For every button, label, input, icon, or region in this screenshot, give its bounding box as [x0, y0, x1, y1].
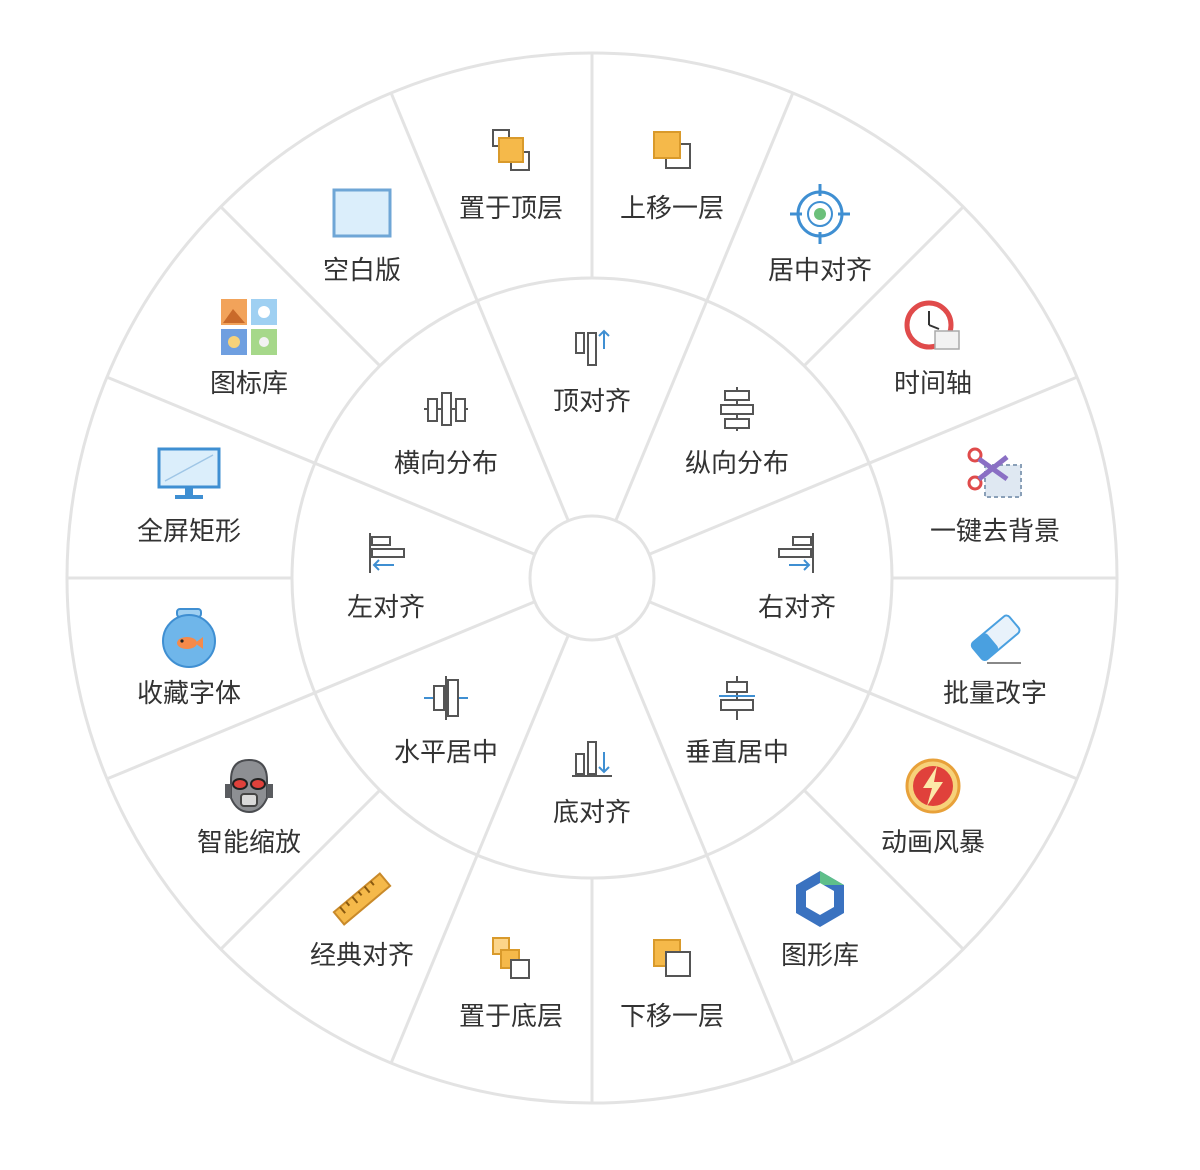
inner-divider [314, 461, 536, 556]
menu-item-label: 垂直居中 [684, 738, 789, 768]
eraser-icon [963, 605, 1027, 669]
scissors-icon [963, 443, 1027, 507]
segment-dividers [67, 53, 1117, 1103]
menu-item-bottom-align[interactable]: 底对齐 [512, 730, 672, 840]
fishbowl-icon [157, 605, 221, 669]
align-right-icon [769, 525, 825, 581]
menu-item-horizontal-center[interactable]: 水平居中 [366, 670, 526, 780]
monitor-icon [157, 443, 221, 507]
menu-item-label: 上移一层 [619, 194, 724, 224]
inner-divider [475, 300, 570, 522]
menu-item-batch-edit-text[interactable]: 批量改字 [915, 605, 1075, 715]
menu-item-label: 置于顶层 [458, 194, 563, 224]
distribute-horizontal-icon [418, 381, 474, 437]
align-bottom-icon [564, 730, 620, 786]
send-backward-icon [640, 928, 704, 992]
inner-divider [614, 300, 709, 522]
menu-item-left-align[interactable]: 左对齐 [306, 525, 466, 635]
outer-divider [803, 205, 965, 367]
menu-item-blank-layout[interactable]: 空白版 [282, 182, 442, 292]
outer-divider [705, 92, 795, 302]
menu-item-top-align[interactable]: 顶对齐 [512, 319, 672, 429]
lightning-icon [901, 754, 965, 818]
menu-item-icon-library[interactable]: 图标库 [169, 295, 329, 405]
menu-item-label: 置于底层 [458, 1002, 563, 1032]
menu-item-label: 图形库 [780, 941, 859, 971]
ruler-icon [330, 867, 394, 931]
menu-item-smart-zoom[interactable]: 智能缩放 [169, 754, 329, 864]
send-to-back-icon [479, 928, 543, 992]
image-grid-icon [217, 295, 281, 359]
outer-divider [106, 375, 316, 465]
align-left-icon [358, 525, 414, 581]
hexagon-icon [788, 867, 852, 931]
outer-divider [868, 375, 1078, 465]
menu-item-move-up-layer[interactable]: 上移一层 [592, 120, 752, 230]
outer-divider [705, 854, 795, 1064]
bring-forward-icon [640, 120, 704, 184]
outer-divider [868, 691, 1078, 781]
center-hub[interactable] [528, 514, 656, 642]
align-top-icon [564, 319, 620, 375]
outer-divider [219, 205, 381, 367]
target-icon [788, 182, 852, 246]
menu-item-label: 收藏字体 [136, 679, 241, 709]
menu-item-label: 经典对齐 [309, 941, 414, 971]
outer-divider [106, 691, 316, 781]
menu-item-animation-storm[interactable]: 动画风暴 [853, 754, 1013, 864]
menu-item-shape-library[interactable]: 图形库 [740, 867, 900, 977]
menu-item-label: 下移一层 [619, 1002, 724, 1032]
menu-item-label: 横向分布 [393, 449, 498, 479]
bring-to-front-icon [479, 120, 543, 184]
menu-item-vertical-distribute[interactable]: 纵向分布 [657, 381, 817, 491]
menu-item-right-align[interactable]: 右对齐 [717, 525, 877, 635]
menu-item-classic-align[interactable]: 经典对齐 [282, 867, 442, 977]
menu-item-label: 空白版 [322, 256, 401, 286]
menu-item-move-down-layer[interactable]: 下移一层 [592, 928, 752, 1038]
menu-item-label: 水平居中 [393, 738, 498, 768]
menu-item-label: 纵向分布 [684, 449, 789, 479]
inner-divider [648, 461, 870, 556]
menu-item-label: 一键去背景 [929, 517, 1060, 547]
menu-item-label: 批量改字 [942, 679, 1047, 709]
menu-item-label: 左对齐 [346, 593, 425, 623]
menu-item-remove-background[interactable]: 一键去背景 [915, 443, 1075, 553]
menu-item-timeline[interactable]: 时间轴 [853, 295, 1013, 405]
outer-divider [803, 789, 965, 951]
menu-item-center-align[interactable]: 居中对齐 [740, 182, 900, 292]
clock-icon [901, 295, 965, 359]
outer-divider [219, 789, 381, 951]
inner-divider [648, 600, 870, 695]
menu-item-horizontal-distribute[interactable]: 横向分布 [366, 381, 526, 491]
menu-item-vertical-center[interactable]: 垂直居中 [657, 670, 817, 780]
align-vertical-center-icon [709, 670, 765, 726]
blank-rectangle-icon [330, 182, 394, 246]
menu-item-label: 图标库 [209, 369, 288, 399]
menu-item-label: 顶对齐 [552, 387, 631, 417]
menu-item-label: 右对齐 [757, 593, 836, 623]
menu-item-label: 底对齐 [552, 798, 631, 828]
menu-item-favorite-fonts[interactable]: 收藏字体 [109, 605, 269, 715]
antman-mask-icon [217, 754, 281, 818]
menu-item-label: 智能缩放 [196, 828, 301, 858]
menu-item-label: 动画风暴 [880, 828, 985, 858]
align-horizontal-center-icon [418, 670, 474, 726]
menu-item-label: 全屏矩形 [136, 517, 241, 547]
inner-divider [614, 634, 709, 856]
menu-item-label: 居中对齐 [767, 256, 872, 286]
menu-item-fullscreen-rect[interactable]: 全屏矩形 [109, 443, 269, 553]
inner-divider [475, 634, 570, 856]
inner-divider [314, 600, 536, 695]
outer-divider [389, 854, 479, 1064]
menu-item-label: 时间轴 [893, 369, 972, 399]
menu-item-bring-to-top[interactable]: 置于顶层 [431, 120, 591, 230]
distribute-vertical-icon [709, 381, 765, 437]
outer-divider [389, 92, 479, 302]
menu-item-send-to-bottom[interactable]: 置于底层 [431, 928, 591, 1038]
